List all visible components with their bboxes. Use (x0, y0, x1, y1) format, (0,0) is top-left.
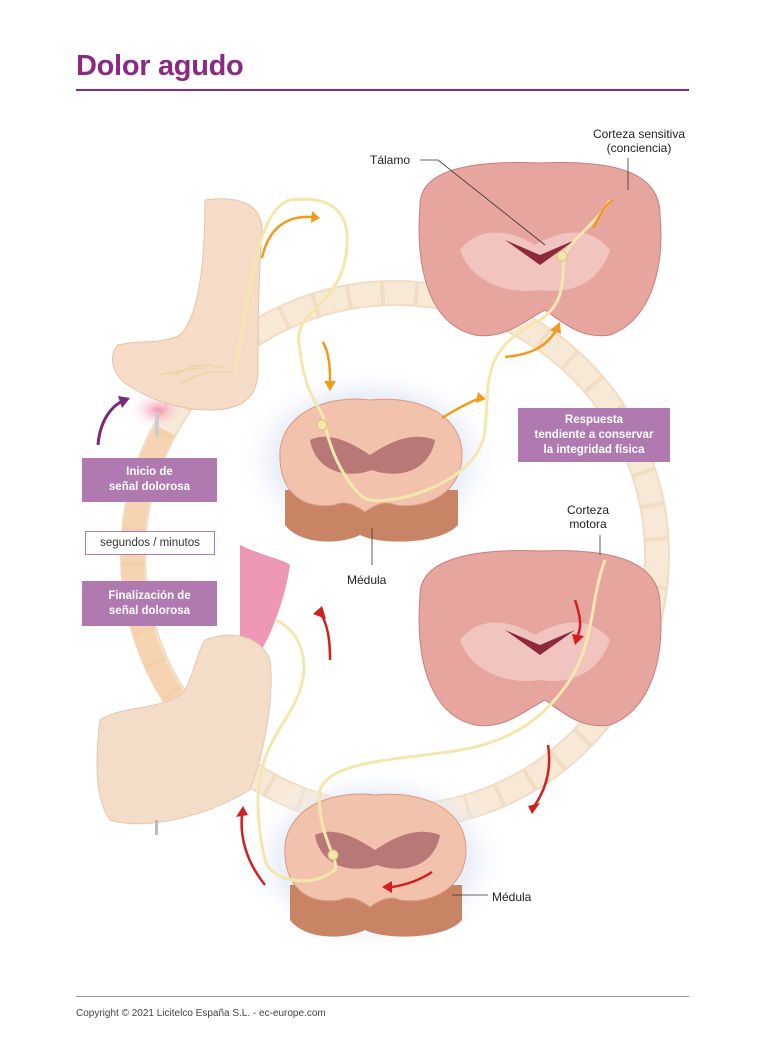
sensory-cortex-label-line1: Corteza sensitiva (592, 127, 686, 141)
response-line1: Respuesta (564, 413, 624, 426)
leader-lines (371, 158, 629, 896)
spinal-cord-top (235, 365, 505, 555)
motor-neuron (327, 849, 339, 861)
pain-end-box: Finalización de señal dolorosa (82, 581, 217, 626)
pain-onset-line1: Inicio de (126, 466, 173, 478)
response-line2: tendiente a conservar (534, 428, 654, 441)
pain-onset-box: Inicio de señal dolorosa (82, 458, 217, 502)
foot-illustration-bottom (96, 545, 290, 835)
copyright-footer: Copyright © 2021 Licitelco España S.L. -… (76, 1008, 326, 1019)
brain-sensory-section (418, 162, 662, 337)
signal-arrow-icon (260, 198, 614, 420)
pain-end-line1: Finalización de (108, 589, 191, 602)
foot-illustration-top (112, 198, 263, 437)
pain-onset-line2: señal dolorosa (108, 481, 191, 493)
purple-arrow-icon (96, 398, 126, 446)
motor-cortex-label: Corteza motora (565, 503, 611, 531)
spinal-cord-bottom (240, 765, 510, 955)
nerve-pathway (233, 197, 612, 883)
motor-cortex-label-line2: motora (569, 517, 607, 531)
brain-motor-section (418, 550, 662, 727)
motor-cortex-label-line1: Corteza (566, 503, 610, 517)
spinal-cord-label-bottom: Médula (492, 890, 532, 904)
sensory-cortex-label-line2: (conciencia) (606, 141, 672, 155)
sensory-cortex-label: Corteza sensitiva (conciencia) (580, 127, 698, 155)
dorsal-horn-neuron (316, 419, 328, 431)
time-scale-box: segundos / minutos (85, 531, 215, 555)
response-line3: la integridad física (543, 443, 645, 456)
page-title: Dolor agudo (76, 50, 244, 82)
footer-divider (76, 996, 689, 997)
title-divider (76, 89, 689, 91)
response-box: Respuesta tendiente a conservar la integ… (518, 408, 670, 462)
thalamus-label: Tálamo (370, 153, 411, 167)
spinal-cord-label-top: Médula (347, 573, 387, 587)
thalamus-neuron (556, 250, 568, 262)
pain-end-line2: señal dolorosa (108, 604, 191, 617)
